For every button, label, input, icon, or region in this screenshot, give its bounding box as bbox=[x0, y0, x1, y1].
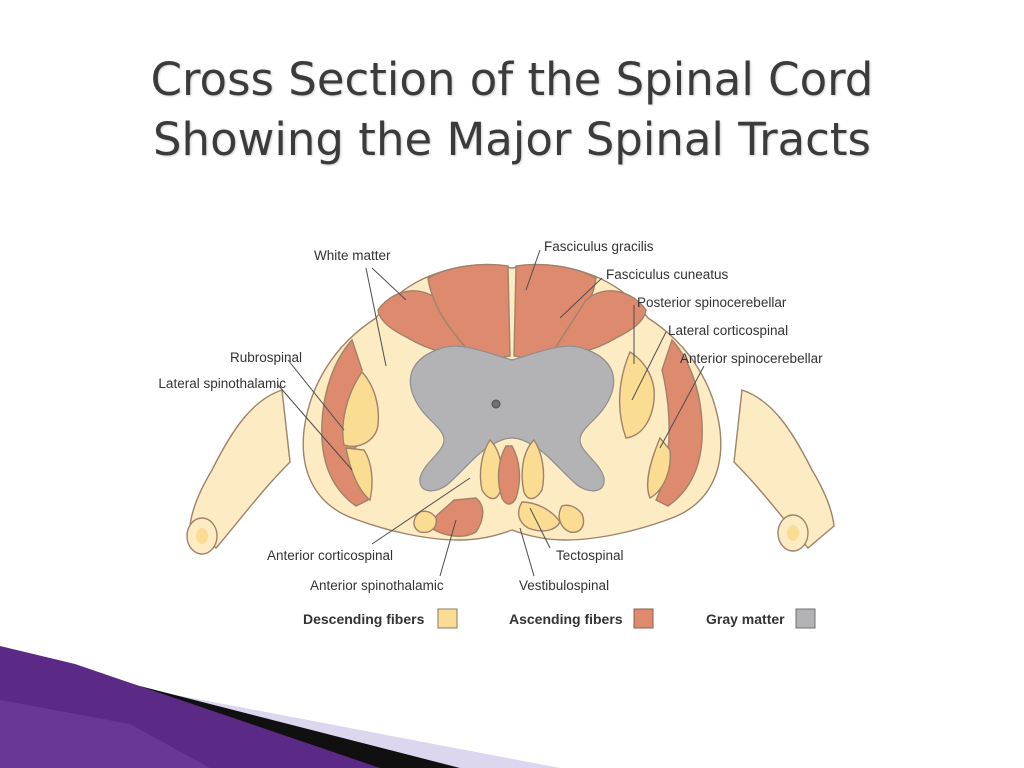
accent-purple-band bbox=[0, 646, 380, 768]
nerve-roots bbox=[186, 389, 835, 555]
label-rubrospinal: Rubrospinal bbox=[230, 350, 302, 365]
central-canal bbox=[491, 399, 501, 409]
legend: Descending fibers Ascending fibers Gray … bbox=[303, 608, 816, 629]
tract-labels: White matter Fasciculus gracilis Fascicu… bbox=[158, 239, 823, 593]
posterior-columns bbox=[377, 263, 647, 359]
leader-anterior-spinothalamic bbox=[439, 519, 457, 577]
anterior-tracts bbox=[413, 438, 585, 537]
label-anterior-spinocerebellar: Anterior spinocerebellar bbox=[680, 351, 823, 366]
label-tectospinal: Tectospinal bbox=[556, 548, 624, 563]
anterior-descending-left bbox=[413, 510, 437, 534]
leader-anterior-spinocerebellar bbox=[659, 365, 705, 449]
corner-accent bbox=[0, 646, 560, 768]
leader-white-matter-2 bbox=[365, 267, 387, 367]
leader-anterior-corticospinal bbox=[371, 477, 471, 545]
label-anterior-corticospinal: Anterior corticospinal bbox=[267, 548, 393, 563]
title-line-1: Cross Section of the Spinal Cord bbox=[150, 53, 874, 106]
descending-tract-right-lower bbox=[646, 436, 671, 499]
leader-lateral-corticospinal bbox=[631, 331, 667, 401]
legend-gray-matter-label: Gray matter bbox=[706, 611, 785, 627]
legend-gray-matter-swatch bbox=[795, 608, 816, 629]
label-posterior-spinocerebellar: Posterior spinocerebellar bbox=[637, 295, 787, 310]
gray-matter bbox=[409, 345, 615, 492]
left-lateral-tracts bbox=[321, 338, 380, 507]
leader-white-matter-1 bbox=[371, 267, 407, 301]
leader-lateral-spinothalamic bbox=[277, 384, 353, 471]
label-vestibulospinal: Vestibulospinal bbox=[519, 578, 609, 593]
tectospinal-right bbox=[517, 501, 561, 532]
legend-descending-swatch bbox=[437, 608, 458, 629]
label-white-matter: White matter bbox=[314, 248, 391, 263]
lateral-spinothalamic-left bbox=[345, 447, 373, 502]
anterior-spinothalamic-left bbox=[427, 497, 484, 537]
leader-lines bbox=[277, 249, 705, 577]
leader-fasciculus-cuneatus bbox=[559, 277, 603, 319]
left-root-end-core bbox=[196, 528, 208, 544]
leader-tectospinal bbox=[529, 507, 551, 549]
right-nerve-root bbox=[733, 389, 835, 549]
slide-title: Cross Section of the Spinal Cord Showing… bbox=[60, 50, 964, 170]
right-root-end-core bbox=[787, 525, 799, 541]
label-anterior-spinothalamic: Anterior spinothalamic bbox=[310, 578, 444, 593]
rubrospinal-left bbox=[342, 370, 380, 447]
accent-purple-highlight bbox=[0, 700, 210, 768]
title-line-2: Showing the Major Spinal Tracts bbox=[152, 113, 872, 166]
left-nerve-root bbox=[189, 389, 291, 549]
leader-fasciculus-gracilis bbox=[525, 249, 541, 291]
vestibulospinal-right bbox=[558, 504, 585, 533]
anterior-ascending-center bbox=[497, 445, 521, 505]
label-fasciculus-cuneatus: Fasciculus cuneatus bbox=[606, 267, 729, 282]
anterior-corticospinal-right bbox=[521, 438, 545, 500]
leader-rubrospinal bbox=[287, 359, 345, 431]
leader-vestibulospinal bbox=[519, 527, 535, 577]
legend-ascending-swatch bbox=[633, 608, 654, 629]
label-lateral-spinothalamic: Lateral spinothalamic bbox=[158, 376, 286, 391]
label-lateral-corticospinal: Lateral corticospinal bbox=[668, 323, 788, 338]
legend-descending-label: Descending fibers bbox=[303, 611, 425, 627]
legend-ascending-label: Ascending fibers bbox=[509, 611, 623, 627]
label-fasciculus-gracilis: Fasciculus gracilis bbox=[544, 239, 654, 254]
